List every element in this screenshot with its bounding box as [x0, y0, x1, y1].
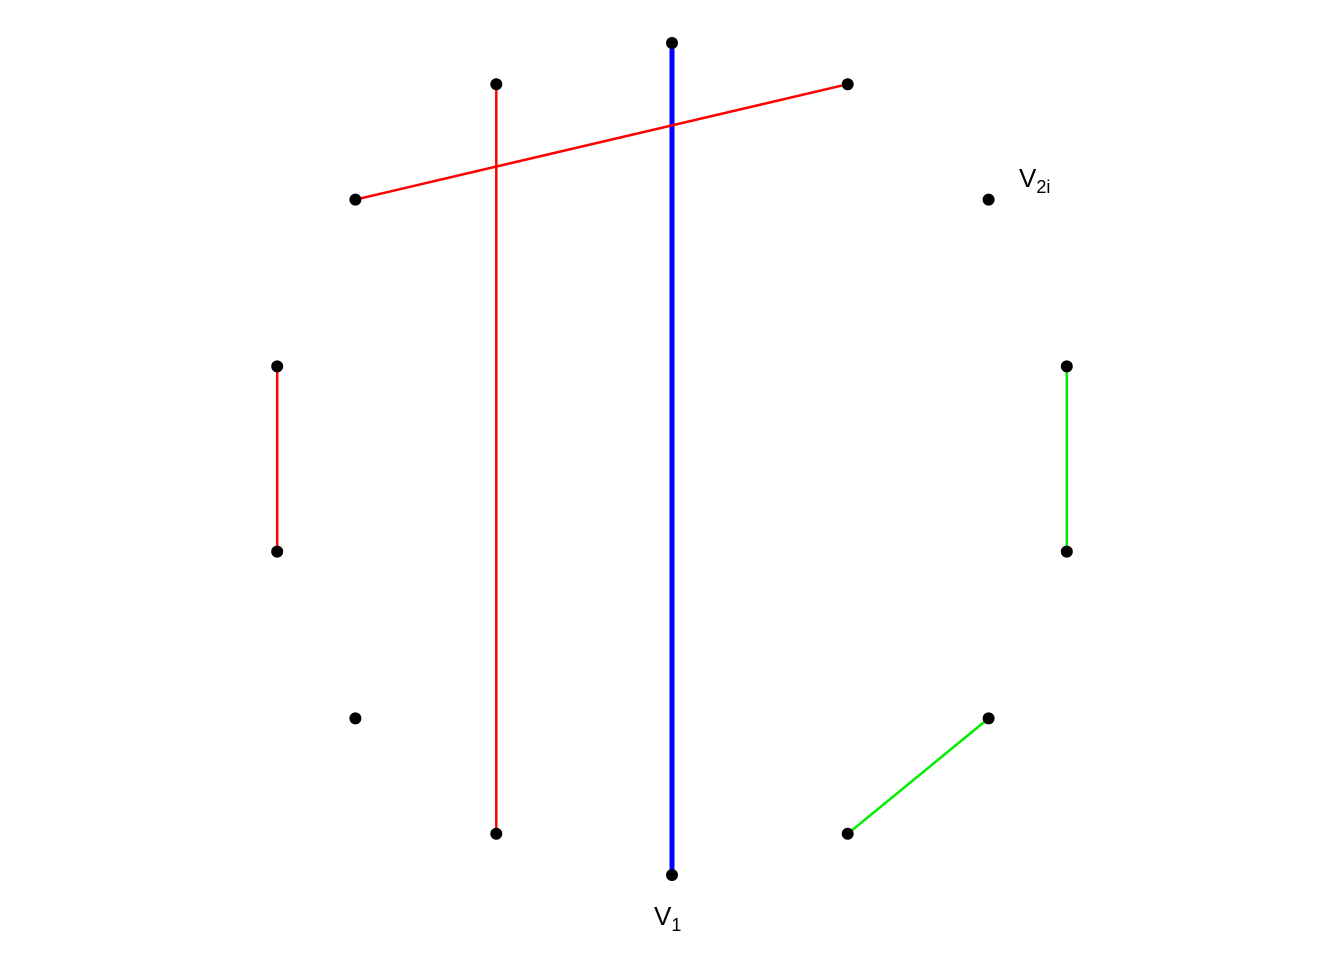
label-v1-main: V [654, 901, 672, 931]
vertex-11 [271, 545, 284, 558]
vertex-7 [666, 37, 678, 49]
vertex-3 [1060, 545, 1073, 558]
vertex-12 [349, 712, 362, 725]
vertex-10 [271, 360, 284, 373]
vertex-4 [1060, 360, 1073, 373]
vertex-13 [490, 827, 503, 840]
vertex-1 [841, 827, 854, 840]
vertices-layer [271, 37, 1073, 881]
vertex-6 [841, 78, 854, 91]
label-v1: V1 [654, 901, 681, 935]
vertex-9 [349, 193, 362, 206]
vertex-2 [982, 712, 995, 725]
edges-layer [275, 40, 1069, 878]
vertex-8 [490, 78, 503, 91]
vertex-5 [982, 193, 995, 206]
label-v2i: V2i [1019, 163, 1050, 197]
label-v2i-sub: 2i [1036, 177, 1050, 197]
label-v2i-main: V [1019, 163, 1037, 193]
vertex-0 [666, 869, 678, 881]
edge-6-9 [354, 82, 849, 201]
label-v1-sub: 1 [671, 915, 681, 935]
edge-1-2 [846, 717, 990, 836]
